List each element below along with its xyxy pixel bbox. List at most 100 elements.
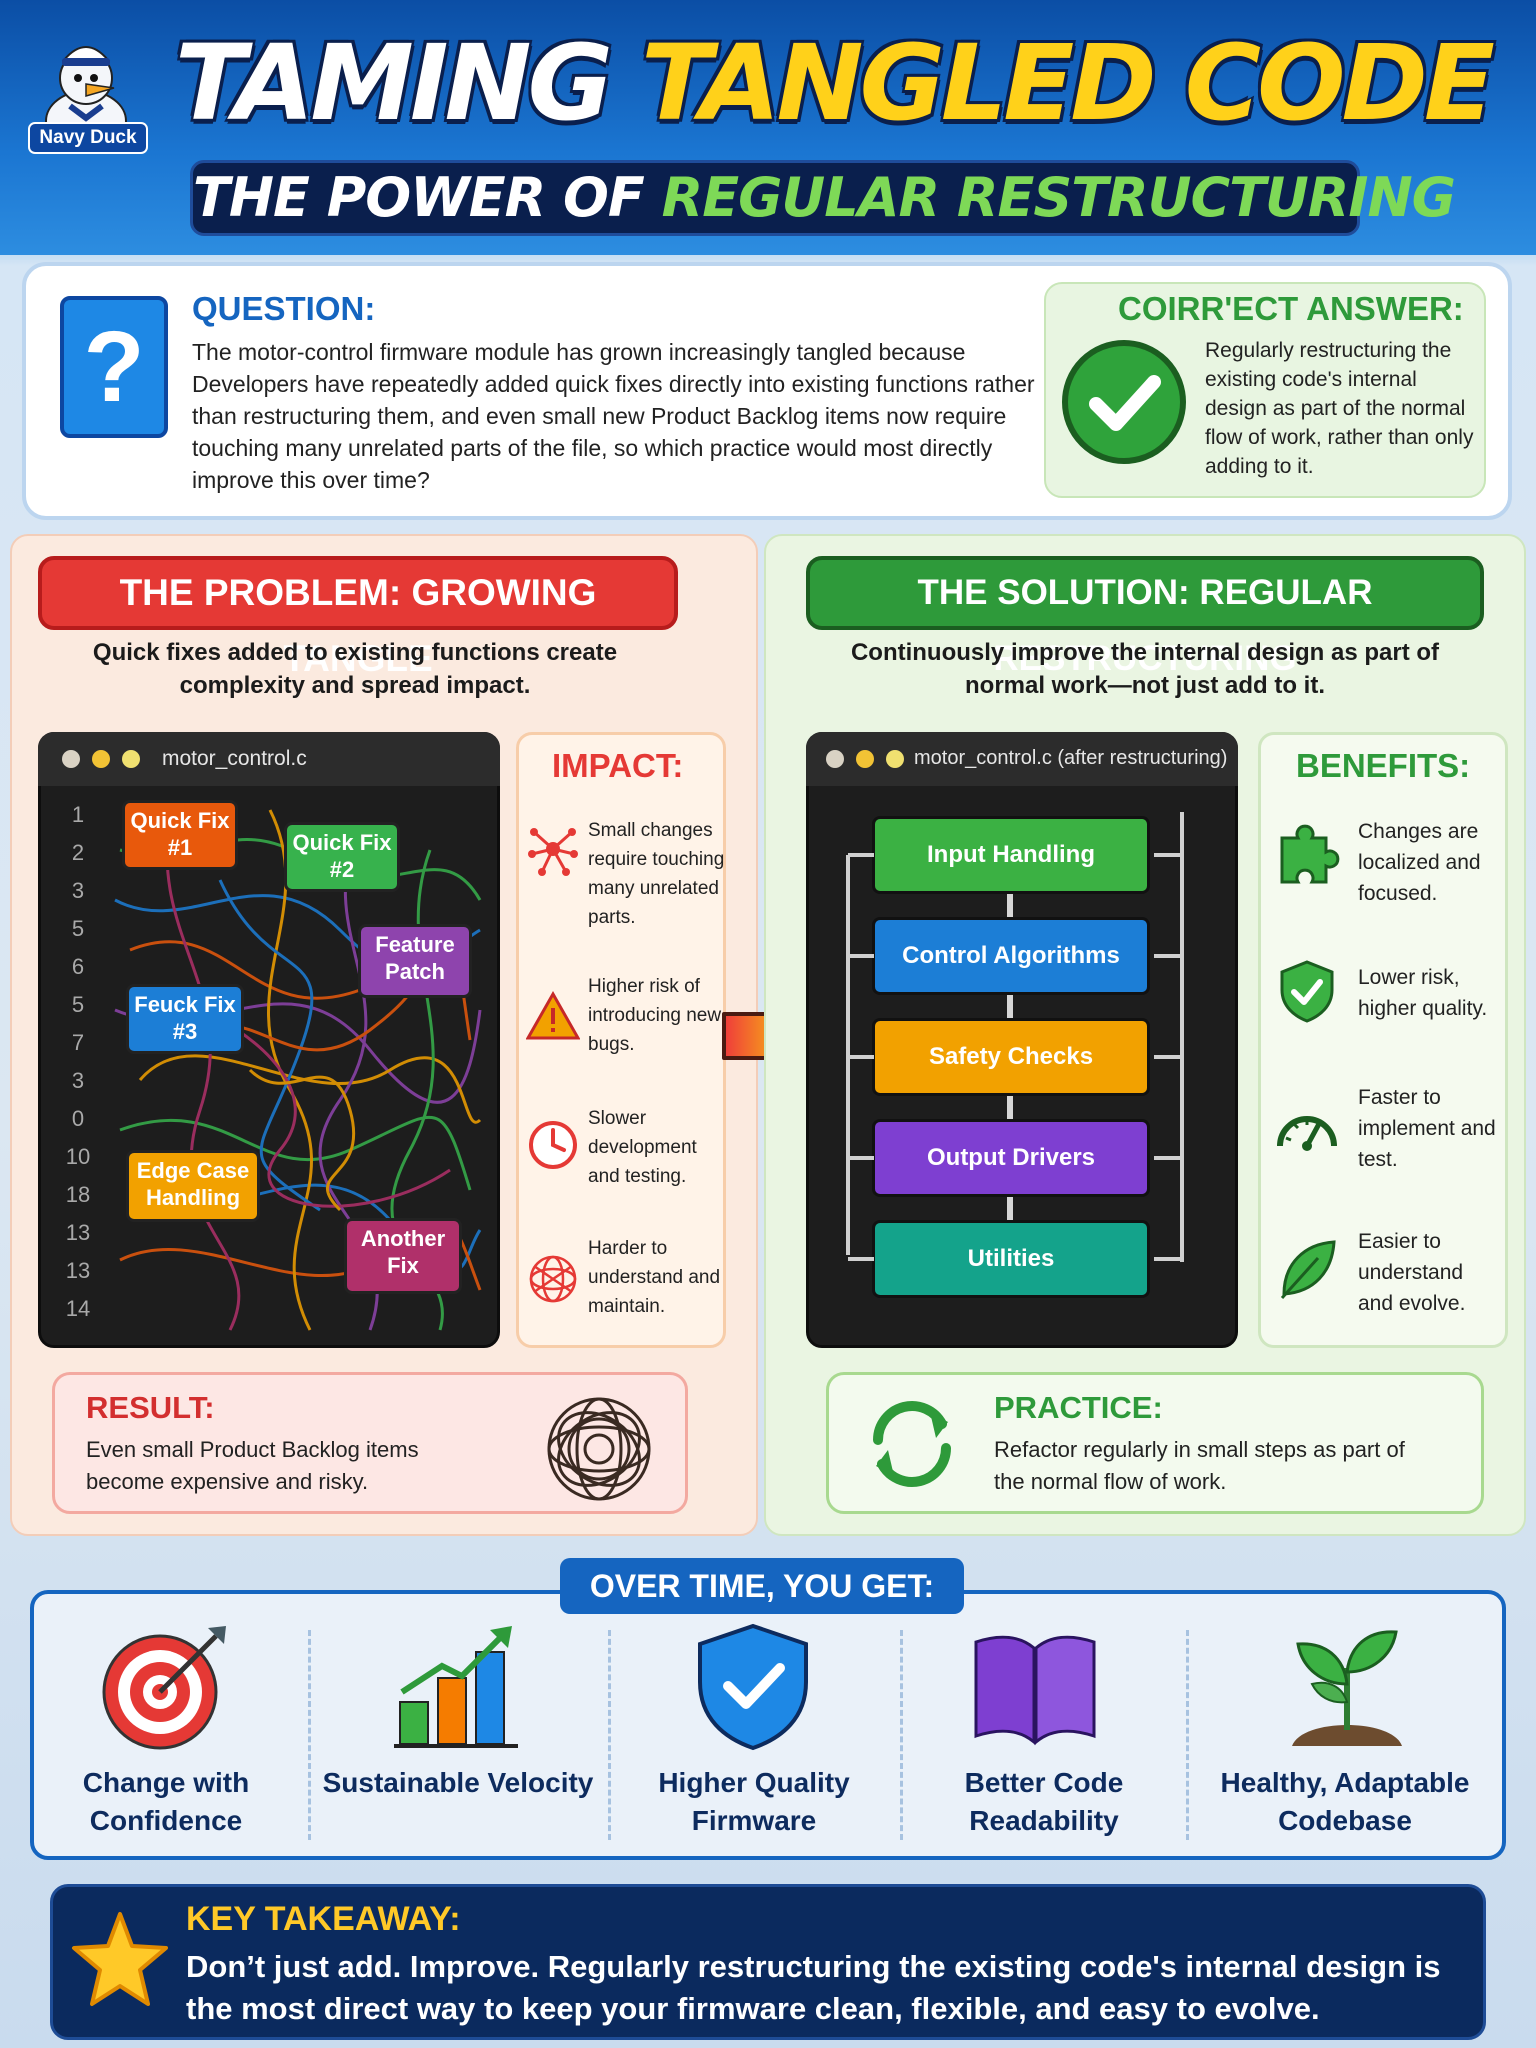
over-time-item: Sustainable Velocity — [322, 1767, 594, 1798]
impact-item-text: Harder to understand and maintain. — [588, 1238, 721, 1317]
title-part-2: TANGLED CODE — [641, 22, 1495, 144]
structure-tick — [848, 1156, 874, 1160]
over-time-item: Healthy, Adaptable Codebase — [1220, 1767, 1470, 1836]
key-takeaway-box — [50, 1884, 1486, 2040]
module-connector — [1007, 1096, 1013, 1120]
clock-icon — [529, 1121, 577, 1169]
code-window-titlebar — [38, 732, 500, 786]
shield-check-icon — [698, 1623, 808, 1751]
fix-box: Feature Patch — [358, 924, 472, 998]
line-number: 13 — [65, 1258, 91, 1283]
impact-item-text: Small changes require touching many unre… — [588, 820, 725, 928]
fix-box: Quick Fix #2 — [284, 822, 400, 892]
window-dot — [62, 750, 80, 768]
key-takeaway-text: Don’t just add. Improve. Regularly restr… — [186, 1949, 1441, 2026]
module-connector — [1007, 894, 1013, 918]
fix-box: Feuck Fix #3 — [126, 984, 244, 1054]
structure-tick — [1154, 853, 1180, 857]
title-part-1: TAMING — [175, 22, 613, 144]
practice-box — [826, 1372, 1484, 1514]
structure-tick — [848, 1257, 874, 1261]
sprout-icon — [1292, 1630, 1402, 1746]
answer-label: COIRR'ECT ANSWER: — [1118, 290, 1464, 327]
line-number: 5 — [71, 916, 85, 941]
page-title: TAMING TANGLED CODE — [175, 18, 1495, 148]
result-text: Even small Product Backlog items become … — [86, 1437, 419, 1494]
code-filename: motor_control.c (after restructuring) — [914, 747, 1228, 769]
impact-label: IMPACT: — [552, 747, 684, 784]
divider — [1186, 1630, 1189, 1840]
module-connector — [1007, 1197, 1013, 1221]
star-icon — [72, 1912, 168, 2006]
impact-item-text: Higher risk of introducing new bugs. — [588, 976, 722, 1055]
module-connector — [1007, 995, 1013, 1019]
structure-rail — [1180, 812, 1184, 1262]
line-number: 1 — [71, 802, 85, 827]
problem-description: Quick fixes added to existing functions … — [92, 639, 618, 699]
answer-text: Regularly restructuring the existing cod… — [1205, 339, 1474, 478]
key-takeaway-label: KEY TAKEAWAY: — [186, 1900, 461, 1938]
structure-tick — [1154, 1156, 1180, 1160]
over-time-item: Better Code Readability — [964, 1767, 1124, 1836]
benefit-item-text: Lower risk, higher quality. — [1358, 966, 1488, 1020]
module-block: Utilities — [872, 1220, 1150, 1298]
window-dot — [886, 750, 904, 768]
refresh-cycle-icon — [873, 1401, 951, 1487]
warning-icon — [526, 990, 580, 1040]
line-number: 7 — [71, 1030, 85, 1055]
solution-description: Continuously improve the internal design… — [850, 639, 1440, 699]
over-time-item: Change with Confidence — [82, 1767, 250, 1836]
subtitle-part-1: THE POWER OF — [193, 166, 645, 229]
fix-box: Another Fix — [344, 1218, 462, 1294]
benefit-item-text: Faster to implement and test. — [1358, 1086, 1496, 1171]
structure-tick — [1154, 1257, 1180, 1261]
line-number: 0 — [71, 1106, 85, 1131]
checkmark-icon — [1062, 340, 1186, 464]
solution-title: THE SOLUTION: REGULAR RESTRUCTURING — [806, 556, 1484, 678]
line-number: 3 — [71, 878, 85, 903]
target-icon — [102, 1626, 226, 1750]
code-window-titlebar — [806, 732, 1238, 786]
structure-tick — [848, 1055, 874, 1059]
spread-icon — [528, 828, 578, 876]
result-box — [52, 1372, 688, 1514]
question-text: The motor-control firmware module has gr… — [192, 339, 1035, 493]
speedometer-icon — [1277, 1116, 1337, 1151]
benefit-item-text: Changes are localized and focused. — [1358, 820, 1481, 905]
leaf-icon — [1280, 1240, 1336, 1300]
divider — [608, 1630, 611, 1840]
tangled-ball-icon — [547, 1397, 651, 1501]
module-block: Input Handling — [872, 816, 1150, 894]
line-number: 6 — [71, 954, 85, 979]
fix-box: Edge Case Handling — [126, 1150, 260, 1222]
line-number: 18 — [65, 1182, 91, 1207]
puzzle-icon — [1280, 824, 1340, 884]
practice-text: Refactor regularly in small steps as par… — [994, 1437, 1405, 1494]
line-number: 14 — [65, 1296, 91, 1321]
practice-label: PRACTICE: — [994, 1390, 1163, 1425]
divider — [900, 1630, 903, 1840]
line-number: 5 — [71, 992, 85, 1017]
structure-tick — [1154, 954, 1180, 958]
impact-box — [516, 732, 726, 1348]
growth-chart-icon — [394, 1626, 518, 1748]
result-label: RESULT: — [86, 1390, 215, 1425]
line-number: 3 — [71, 1068, 85, 1093]
benefits-label: BENEFITS: — [1296, 747, 1471, 784]
book-icon — [974, 1635, 1096, 1746]
window-dot — [122, 750, 140, 768]
module-block: Output Drivers — [872, 1119, 1150, 1197]
page-subtitle: THE POWER OF REGULAR RESTRUCTURING — [190, 160, 1456, 236]
module-block: Safety Checks — [872, 1018, 1150, 1096]
benefit-item-text: Easier to understand and evolve. — [1358, 1230, 1466, 1315]
logo-label: Navy Duck — [28, 122, 148, 154]
structure-tick — [848, 853, 874, 857]
shield-check-icon — [1280, 960, 1334, 1023]
line-number: 13 — [65, 1220, 91, 1245]
structure-tick — [848, 954, 874, 958]
window-dot — [856, 750, 874, 768]
line-number: 2 — [71, 840, 85, 865]
module-block: Control Algorithms — [872, 917, 1150, 995]
question-mark-icon: ? — [60, 296, 168, 438]
question-label: QUESTION: — [192, 290, 376, 327]
